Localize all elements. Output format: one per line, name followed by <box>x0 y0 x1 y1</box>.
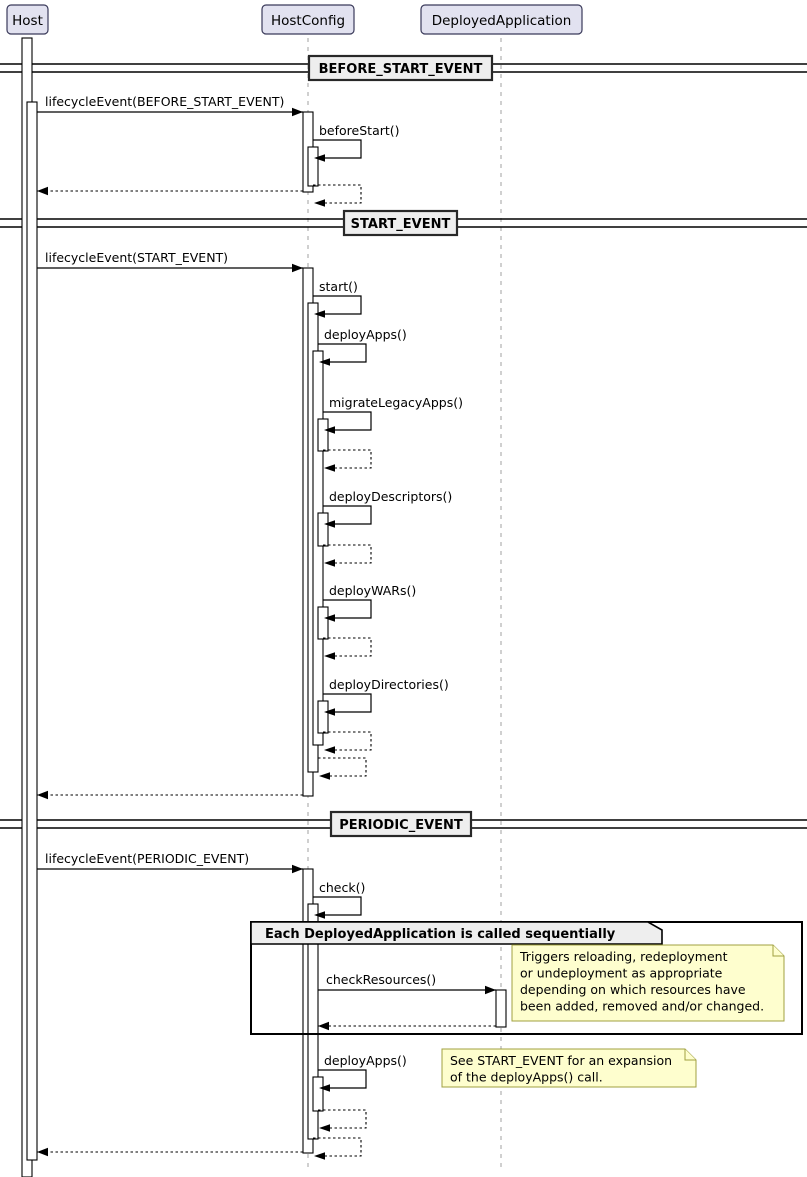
activation-deployedapplication-checkResources <box>495 989 507 1028</box>
divider-periodic-event: PERIODIC_EVENT <box>0 810 807 838</box>
message-deploydescriptors: deployDescriptors() <box>323 489 452 528</box>
message-label: beforeStart() <box>319 123 400 138</box>
message-label: deployDirectories() <box>329 677 449 692</box>
fragment-loop: Each DeployedApplication is called seque… <box>250 921 803 1035</box>
message-return-8 <box>323 449 372 472</box>
divider-label: BEFORE_START_EVENT <box>319 62 483 77</box>
message-label: check() <box>319 880 365 895</box>
message-label: checkResources() <box>326 972 436 987</box>
participant-label: HostConfig <box>271 13 345 29</box>
divider-before-start-event: BEFORE_START_EVENT <box>0 54 807 82</box>
fragments-layer: Each DeployedApplication is called seque… <box>250 921 803 1035</box>
note-line: or undeployment as appropriate <box>520 966 723 981</box>
note-line: been added, removed and/or changed. <box>520 999 764 1014</box>
notes-layer: Triggers reloading, redeployment or undep… <box>441 944 785 1088</box>
message-return-23 <box>313 1137 362 1160</box>
participant-deployedapplication[interactable]: DeployedApplication <box>420 4 583 35</box>
note-line: depending on which resources have <box>520 982 746 997</box>
message-beforestart: beforeStart() <box>313 123 400 162</box>
message-return-2 <box>313 184 362 207</box>
message-lifecycleeventstartevent: lifecycleEvent(START_EVENT) <box>37 250 303 273</box>
activation-hostconfig-migrateLegacyApps <box>317 418 329 452</box>
message-label: deployWARs() <box>329 583 416 598</box>
activation-host-call <box>26 101 38 1161</box>
participants-layer: Host HostConfig DeployedApplication <box>6 4 583 35</box>
messages-layer: lifecycleEvent(BEFORE_START_EVENT)before… <box>37 94 496 1160</box>
divider-label: PERIODIC_EVENT <box>339 818 463 833</box>
activation-hostconfig-deployDescriptors <box>317 512 329 547</box>
message-lifecycleeventperiodicevent: lifecycleEvent(PERIODIC_EVENT) <box>37 851 303 874</box>
message-deployapps: deployApps() <box>318 1053 407 1092</box>
message-return-15 <box>318 757 367 780</box>
message-label: deployApps() <box>324 1053 407 1068</box>
divider-label: START_EVENT <box>351 217 451 232</box>
message-label: lifecycleEvent(BEFORE_START_EVENT) <box>45 94 284 109</box>
message-return-12 <box>323 637 372 660</box>
message-check: check() <box>313 880 365 919</box>
participant-label: Host <box>12 13 43 29</box>
message-return-14 <box>323 731 372 754</box>
message-label: deployDescriptors() <box>329 489 452 504</box>
activation-hostconfig-check <box>307 903 319 1140</box>
note-2: See START_EVENT for an expansion of the d… <box>441 1048 697 1088</box>
message-deployapps: deployApps() <box>318 327 407 366</box>
message-migratelegacyapps: migrateLegacyApps() <box>323 395 463 434</box>
lifelines-layer <box>26 38 502 1171</box>
message-deploywars: deployWARs() <box>323 583 416 622</box>
message-label: migrateLegacyApps() <box>329 395 463 410</box>
fragment-label: Each DeployedApplication is called seque… <box>265 927 616 942</box>
participant-host[interactable]: Host <box>6 4 49 35</box>
message-return-20 <box>318 1021 496 1031</box>
note-1: Triggers reloading, redeployment or undep… <box>511 944 785 1022</box>
message-return-22 <box>318 1109 367 1132</box>
note-line: of the deployApps() call. <box>450 1070 603 1085</box>
participant-hostconfig[interactable]: HostConfig <box>261 4 355 35</box>
note-line: Triggers reloading, redeployment <box>519 949 728 964</box>
message-label: lifecycleEvent(PERIODIC_EVENT) <box>45 851 249 866</box>
message-label: lifecycleEvent(START_EVENT) <box>45 250 228 265</box>
message-label: deployApps() <box>324 327 407 342</box>
message-deploydirectories: deployDirectories() <box>323 677 449 716</box>
message-label: start() <box>319 279 358 294</box>
dividers-layer: BEFORE_START_EVENT START_EVENT PERIODIC_EV… <box>0 54 807 838</box>
message-return-10 <box>323 544 372 567</box>
activations-layer <box>21 37 507 1177</box>
message-return-24 <box>37 1147 303 1157</box>
message-checkresources: checkResources() <box>318 972 496 995</box>
note-line: See START_EVENT for an expansion <box>450 1053 672 1068</box>
activation-hostconfig-deployDirectories <box>317 700 329 734</box>
activation-hostconfig-deployApps-2 <box>312 1076 324 1112</box>
activation-hostconfig-deployWARs <box>317 606 329 640</box>
message-return-16 <box>37 790 303 800</box>
activation-hostconfig-deployApps <box>312 350 324 746</box>
message-lifecycleeventbeforestartevent: lifecycleEvent(BEFORE_START_EVENT) <box>37 94 303 117</box>
message-return-3 <box>37 186 303 196</box>
message-start: start() <box>313 279 362 318</box>
participant-label: DeployedApplication <box>432 13 572 29</box>
divider-start-event: START_EVENT <box>0 209 807 237</box>
activation-hostconfig-beforeStart <box>307 146 319 187</box>
